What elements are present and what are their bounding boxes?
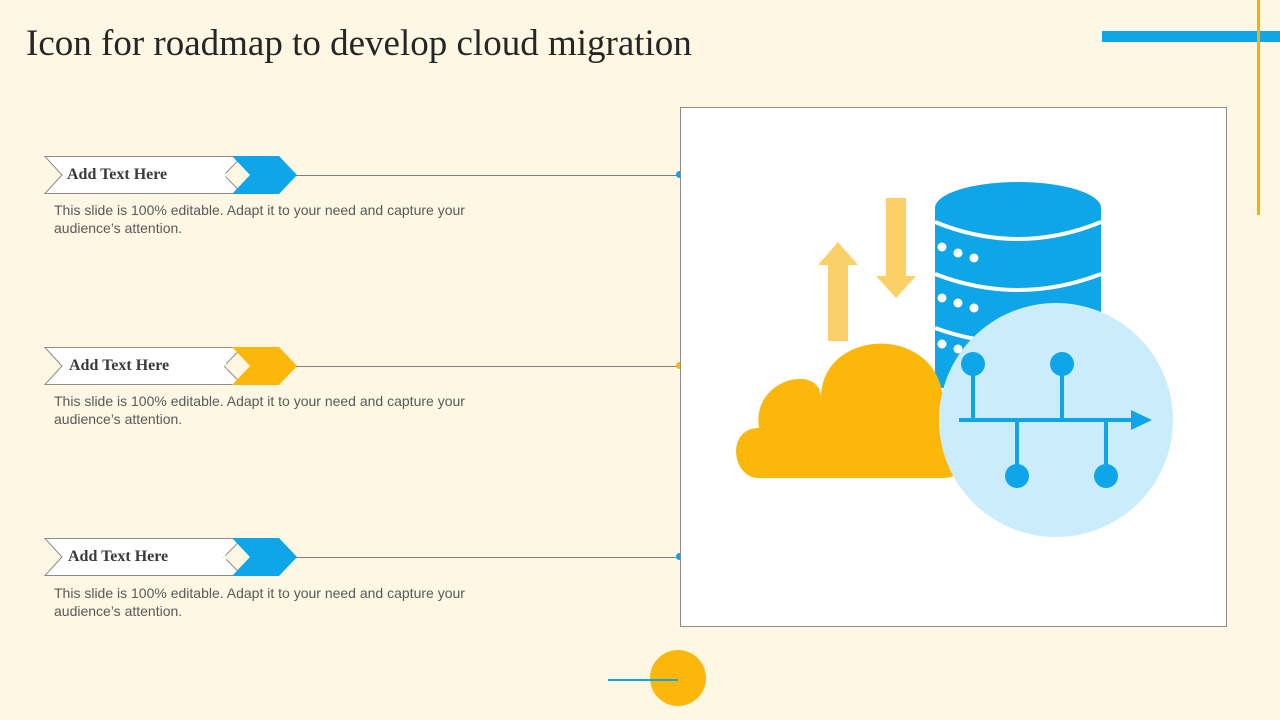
item-title-02: Add Text Here bbox=[69, 357, 170, 374]
item-title-01: Add Text Here bbox=[67, 166, 168, 183]
cloud-migration-roadmap-icon bbox=[736, 182, 1173, 537]
connector-dot-02 bbox=[676, 362, 683, 369]
item-title-03: Add Text Here bbox=[68, 548, 169, 565]
slide-title: Icon for roadmap to develop cloud migrat… bbox=[26, 23, 692, 64]
item-number-02: 02 bbox=[212, 358, 227, 374]
right-accent-line bbox=[1257, 0, 1260, 215]
tag-number-chevron-01 bbox=[232, 156, 297, 194]
item-tag-01: Add Text Here 01 bbox=[43, 156, 297, 194]
item-number-03: 03 bbox=[212, 549, 227, 565]
connector-line-01 bbox=[250, 175, 680, 176]
download-arrow-icon bbox=[876, 198, 916, 298]
tag-shape-01 bbox=[43, 156, 297, 194]
tag-shape-03 bbox=[43, 538, 297, 576]
connector-line-02 bbox=[250, 366, 680, 367]
upload-arrow-icon bbox=[818, 242, 858, 341]
item-description-02: This slide is 100% editable. Adapt it to… bbox=[54, 393, 465, 427]
illustration-panel bbox=[680, 107, 1227, 627]
connector-line-03 bbox=[250, 557, 680, 558]
item-tag-02: Add Text Here 02 bbox=[43, 347, 297, 385]
tag-number-chevron-02 bbox=[232, 347, 297, 385]
bottom-decor-circle bbox=[650, 650, 706, 706]
item-number-01: 01 bbox=[213, 167, 228, 183]
connector-dot-01 bbox=[676, 171, 683, 178]
item-tag-03: Add Text Here 03 bbox=[43, 538, 297, 576]
tag-number-chevron-03 bbox=[232, 538, 297, 576]
item-description-01: This slide is 100% editable. Adapt it to… bbox=[54, 202, 465, 236]
top-accent-bar bbox=[1102, 31, 1280, 42]
roadmap-circle-icon bbox=[939, 303, 1173, 537]
bottom-decor-line bbox=[608, 679, 678, 681]
cloud-icon bbox=[736, 343, 974, 478]
item-description-03: This slide is 100% editable. Adapt it to… bbox=[54, 585, 465, 619]
connector-dot-03 bbox=[676, 553, 683, 560]
tag-shape-02 bbox=[43, 347, 297, 385]
